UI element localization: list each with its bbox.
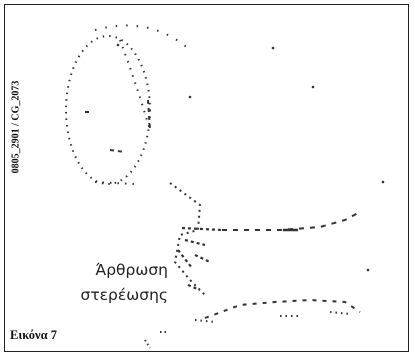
top-arc bbox=[94, 24, 191, 51]
joint-label-line-1: Άρθρωση bbox=[95, 261, 168, 279]
joint-label: Άρθρωση στερέωσης bbox=[48, 258, 168, 308]
oval-inner-dashes bbox=[85, 99, 151, 153]
joint-body bbox=[177, 226, 223, 292]
oval-inner-curve bbox=[119, 39, 151, 131]
oval-outline bbox=[65, 35, 151, 185]
figure-caption: Εικόνα 7 bbox=[10, 328, 57, 342]
joint-label-line-2: στερέωσης bbox=[80, 286, 168, 304]
right-arm-lower bbox=[204, 298, 361, 319]
joint-outline bbox=[169, 182, 206, 296]
bottom-marks bbox=[144, 331, 166, 349]
scattered-dots bbox=[116, 43, 385, 272]
figure-frame bbox=[4, 4, 409, 352]
lower-dots bbox=[194, 311, 351, 323]
right-arm-upper bbox=[222, 211, 361, 231]
